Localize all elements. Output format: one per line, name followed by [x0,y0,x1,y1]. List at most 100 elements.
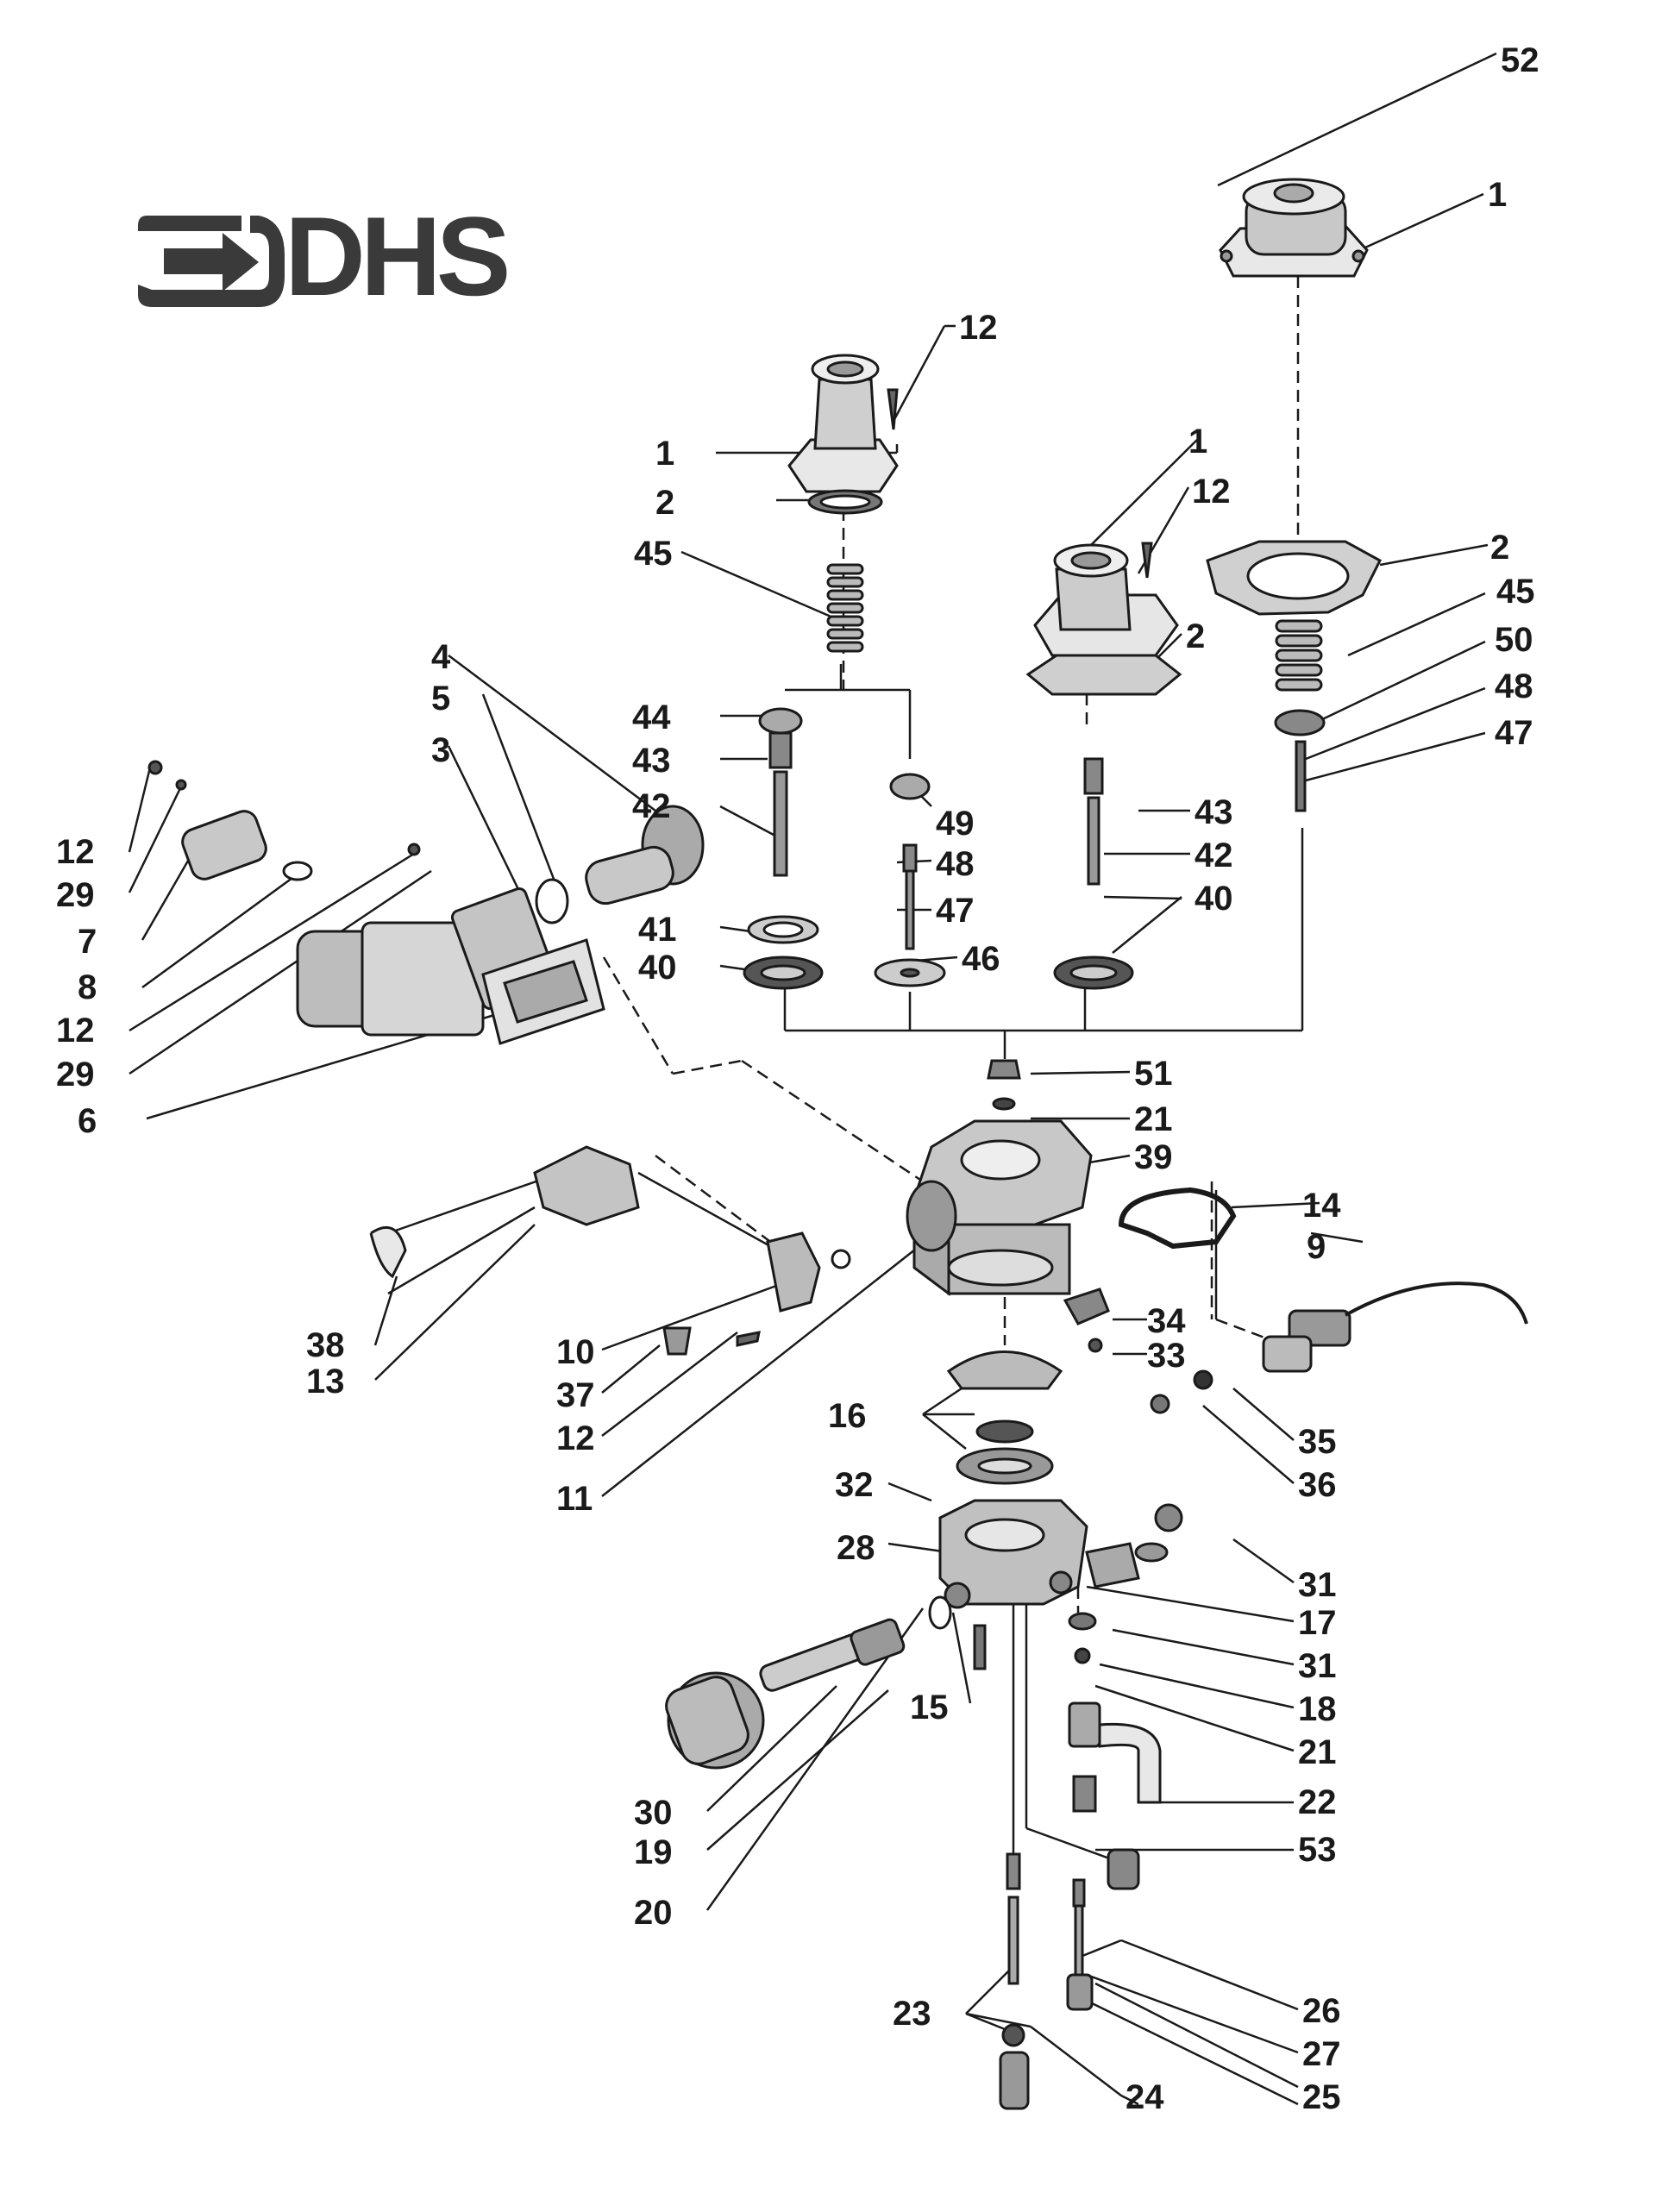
callout-19: 19 [634,1833,673,1871]
main-body [906,1119,1093,1296]
oring-20 [928,1595,952,1630]
callout-8: 8 [78,968,97,1006]
nozzle-group-right [1066,1848,1140,2011]
callout-11: 11 [556,1480,593,1518]
valve-column-center [874,773,946,987]
spring-45-top [826,563,864,653]
callout-39: 39 [1134,1138,1173,1176]
callout-2-right: 2 [1490,529,1510,567]
left-mid-assembly [369,1145,851,1356]
screw-12-mid [1141,542,1153,579]
callout-48-center: 48 [936,845,975,883]
callout-2-top: 2 [655,484,675,522]
screw-12-top [887,388,899,430]
callout-9: 9 [1307,1228,1326,1266]
callout-27: 27 [1302,2035,1341,2073]
diaphragm-16 [946,1350,1063,1485]
middle-right-cover [1033,543,1179,657]
screw-33 [1088,1338,1103,1353]
callout-40-right: 40 [1195,880,1233,918]
callout-42-left: 42 [632,787,671,825]
callout-33: 33 [1147,1337,1186,1375]
callout-48-right: 48 [1495,667,1533,705]
pin-47-right [1295,740,1307,812]
callout-53: 53 [1298,1831,1337,1869]
left-assembly [147,760,705,1045]
callout-46: 46 [962,940,1000,978]
callout-12-lower: 12 [556,1419,595,1457]
callout-40-left: 40 [638,949,677,987]
callout-12-top: 12 [959,309,998,347]
callout-21-top: 21 [1134,1100,1173,1138]
callout-22: 22 [1298,1783,1337,1821]
dhs-logo [138,216,285,307]
callout-36: 36 [1298,1466,1337,1504]
callout-12-left-a: 12 [56,833,95,871]
fitting-31 [1154,1503,1183,1532]
callout-5: 5 [431,680,451,717]
callout-17: 17 [1298,1604,1337,1642]
callout-28: 28 [837,1529,875,1567]
sensor-9 [1262,1281,1528,1373]
callout-50: 50 [1495,621,1533,659]
tube-53 [1068,1701,1162,1813]
valve-column-left [743,707,824,990]
callout-1-mid: 1 [1188,423,1208,461]
callout-49: 49 [936,805,975,843]
oring-21 [1074,1647,1091,1664]
screw-15 [973,1624,987,1670]
callout-16: 16 [828,1397,867,1435]
fitting-51 [987,1059,1021,1111]
nut-35 [1193,1369,1213,1390]
callout-47-center: 47 [936,892,975,930]
callout-31-b: 31 [1298,1647,1337,1685]
top-right-cover [1219,178,1369,278]
callout-29-left-b: 29 [56,1056,95,1093]
callout-6: 6 [78,1102,97,1140]
gasket-large [1206,540,1382,616]
callout-37: 37 [556,1376,595,1414]
callout-30: 30 [634,1794,673,1832]
callout-18: 18 [1298,1690,1337,1728]
filter-30 [665,1671,765,1770]
fitting-18 [1068,1612,1097,1631]
screw-36 [1150,1394,1170,1414]
callout-35: 35 [1298,1423,1337,1461]
callout-31-a: 31 [1298,1566,1337,1604]
callout-47-right: 47 [1495,714,1533,752]
lower-body [938,1499,1140,1609]
callout-4: 4 [431,638,451,676]
part-34 [1063,1288,1110,1325]
callout-24: 24 [1126,2078,1164,2116]
valve-19 [759,1618,906,1692]
leader-lines [128,52,1497,2106]
clip-14 [1118,1187,1237,1250]
callout-51: 51 [1134,1055,1173,1093]
callout-23: 23 [893,1995,931,2033]
fitting-17 [1134,1542,1169,1563]
callout-42-right: 42 [1195,837,1233,874]
callout-7: 7 [78,923,97,961]
callout-20: 20 [634,1894,673,1932]
logo-text: DHS [285,193,511,319]
gasket-2-mid [1025,654,1182,696]
callout-1-top-right: 1 [1488,176,1508,214]
callout-15: 15 [910,1689,949,1726]
valve-column-right [1053,757,1134,990]
callout-44: 44 [632,699,671,736]
callout-13: 13 [306,1363,345,1401]
washer-50 [1274,709,1326,736]
nozzle-group-left [999,1852,1030,2110]
top-middle-cover [787,354,899,493]
callout-12-mid: 12 [1192,473,1231,511]
callout-2-mid: 2 [1186,617,1206,655]
callout-32: 32 [835,1466,874,1504]
parts [147,178,1528,2110]
callout-34: 34 [1147,1302,1186,1340]
callout-45-top: 45 [634,535,673,573]
callout-12-left-b: 12 [56,1012,95,1050]
callout-43-right: 43 [1195,793,1233,831]
callout-26: 26 [1302,1992,1341,2030]
callout-29-left-a: 29 [56,876,95,914]
